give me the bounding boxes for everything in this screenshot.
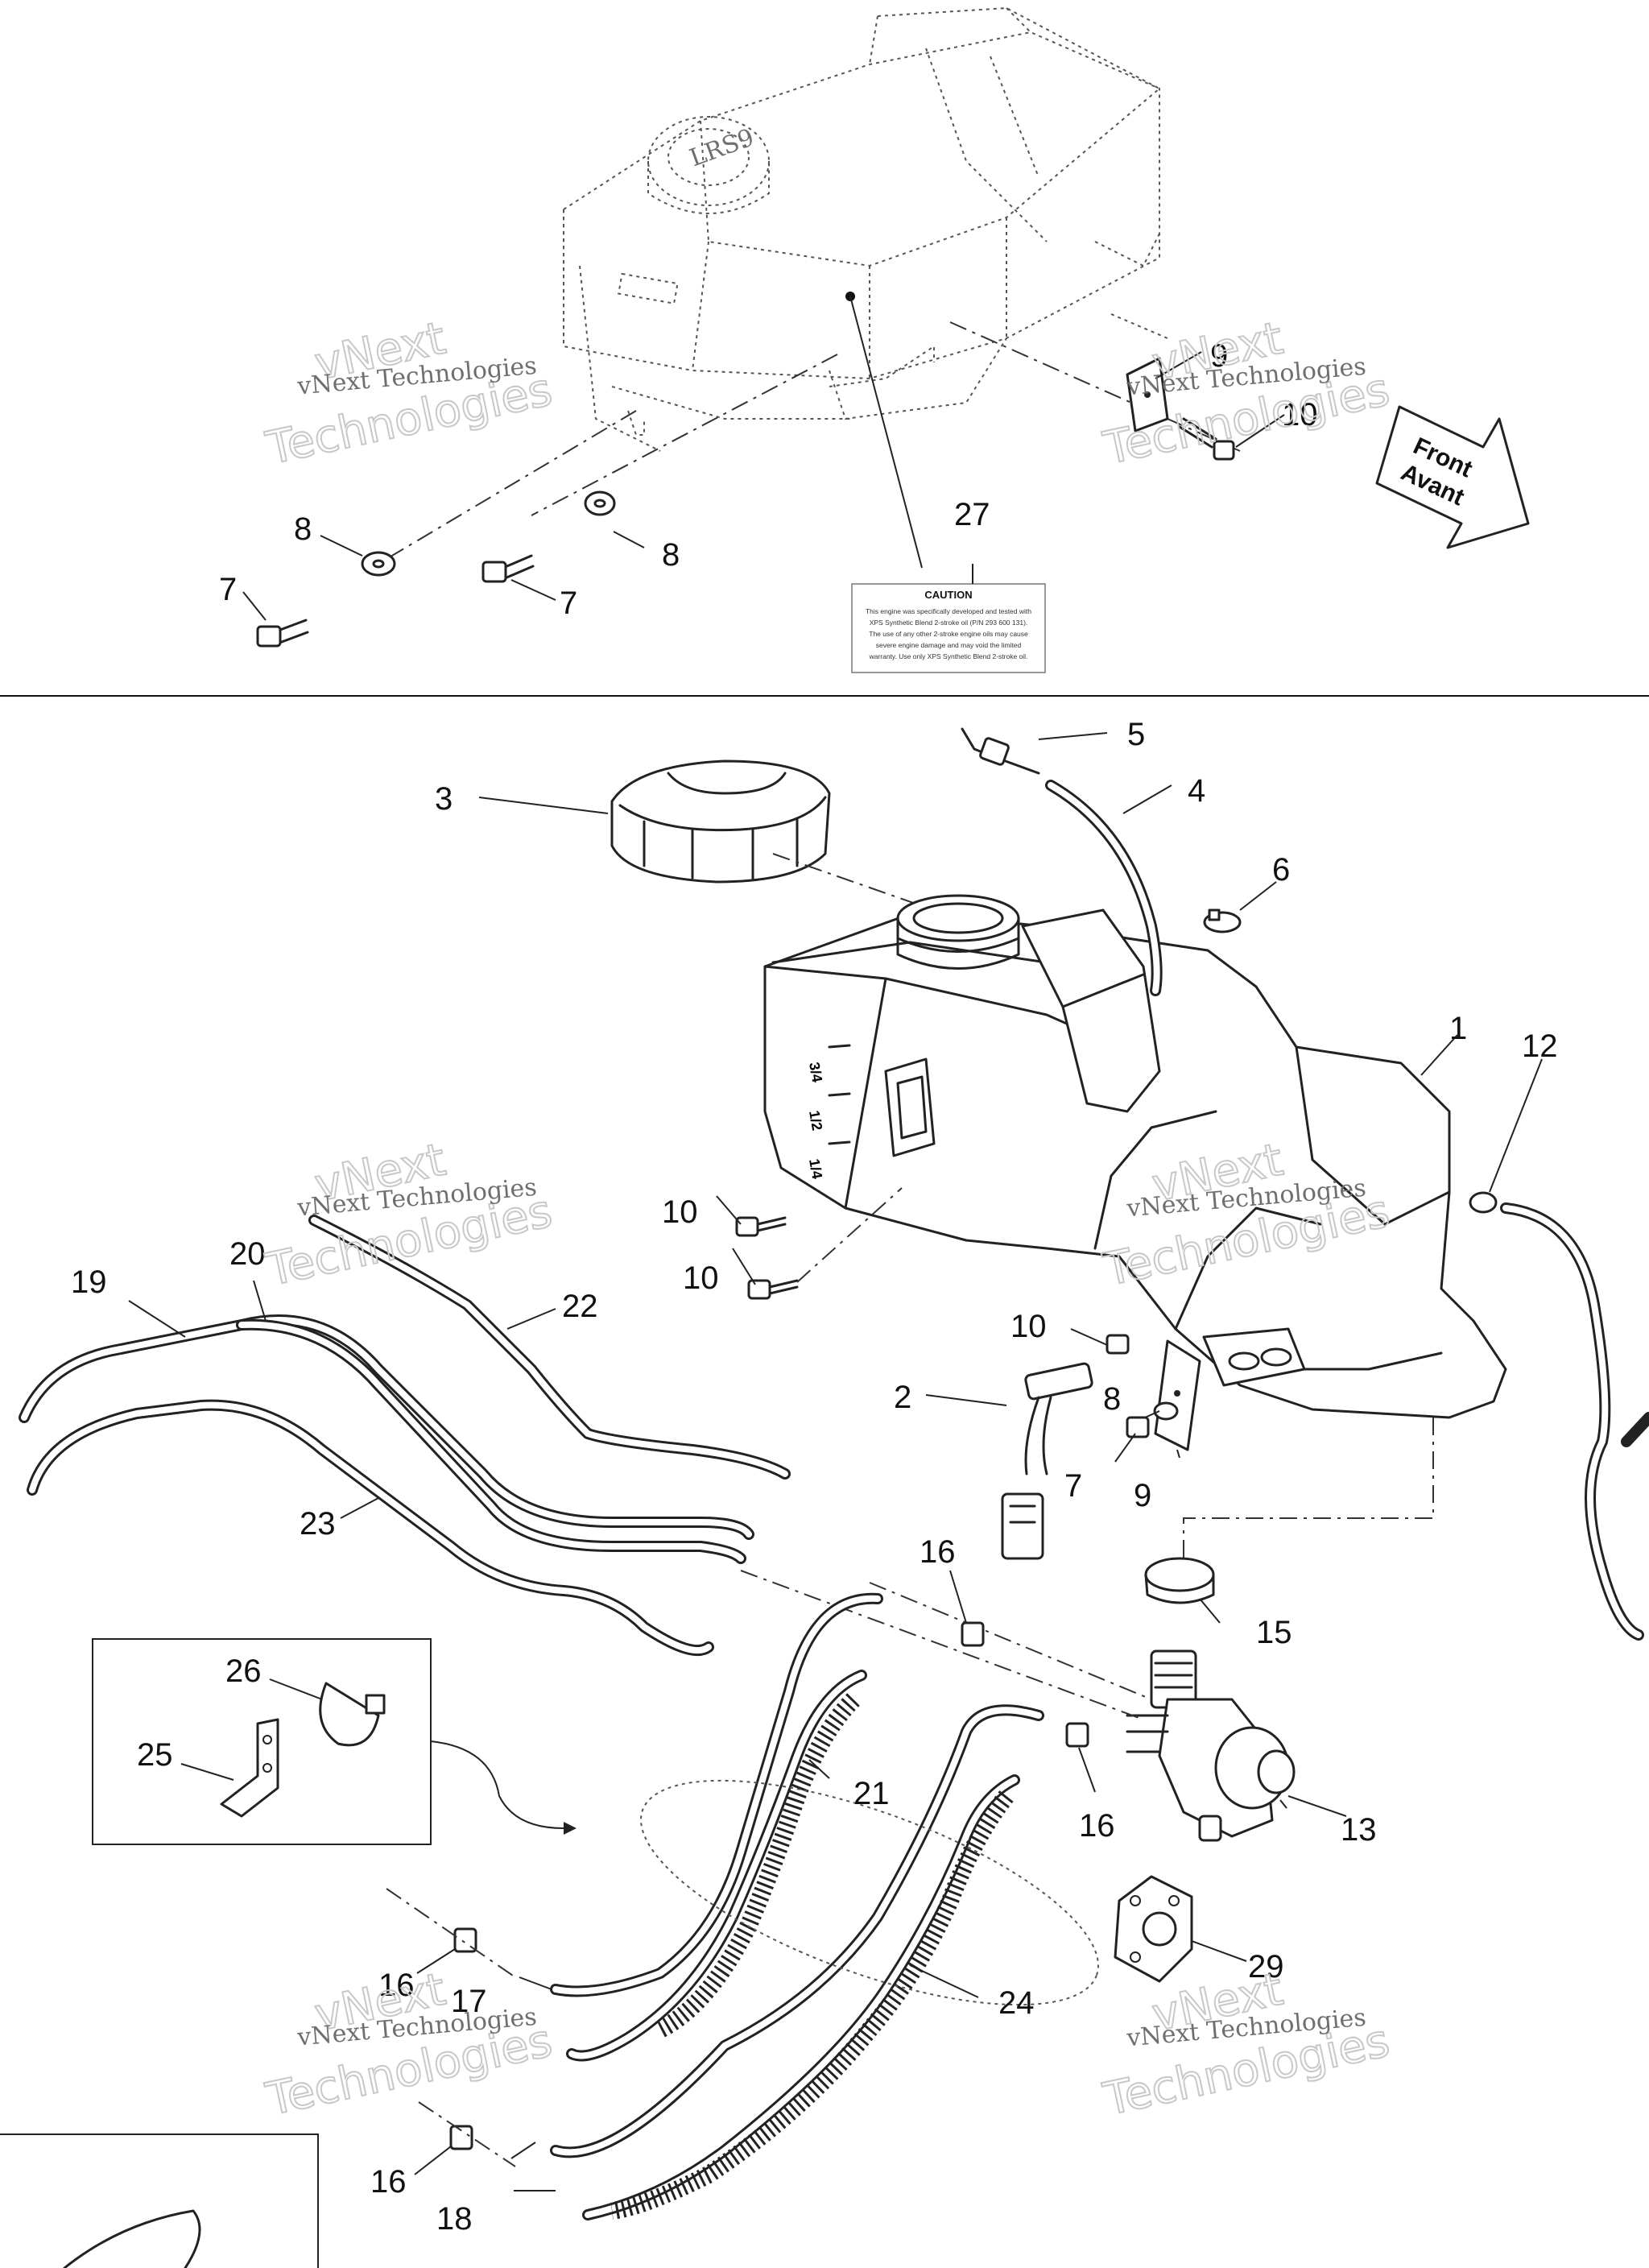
bolt-10-a bbox=[735, 1216, 787, 1237]
callout-7-b: 7 bbox=[560, 586, 577, 621]
washer-8-bottom bbox=[1153, 1401, 1179, 1421]
callout-9-a: 9 bbox=[1210, 338, 1228, 374]
leader-lines bbox=[128, 351, 1543, 2191]
callout-7-c: 7 bbox=[1064, 1468, 1082, 1504]
bolt-10-b bbox=[747, 1279, 799, 1300]
connector-16-b bbox=[1065, 1722, 1089, 1748]
callout-26: 26 bbox=[225, 1653, 262, 1689]
svg-text:CAUTION: CAUTION bbox=[924, 589, 972, 601]
callout-24: 24 bbox=[998, 1985, 1035, 2021]
callout-16-d: 16 bbox=[370, 2164, 407, 2200]
level-sensor bbox=[1001, 1362, 1093, 1560]
svg-text:severe engine damage and may v: severe engine damage and may void the li… bbox=[876, 641, 1022, 649]
callout-22: 22 bbox=[562, 1289, 598, 1324]
caution-label: CAUTION This engine was specifically dev… bbox=[851, 583, 1046, 673]
callout-5: 5 bbox=[1127, 717, 1145, 752]
watermark-top-right: vNext Technologies vNext Technologies bbox=[1098, 312, 1395, 476]
pump-gasket bbox=[1114, 1875, 1193, 1983]
svg-text:3/4: 3/4 bbox=[806, 1061, 825, 1083]
svg-text:The use of any other 2-stroke: The use of any other 2-stroke engine oil… bbox=[869, 630, 1028, 638]
svg-text:1/4: 1/4 bbox=[806, 1157, 825, 1180]
svg-text:This engine was specifically d: This engine was specifically developed a… bbox=[866, 607, 1031, 615]
return-hose bbox=[1500, 1202, 1649, 1641]
oil-pump bbox=[1126, 1649, 1296, 1842]
clamp-26 bbox=[319, 1682, 386, 1747]
front-direction-arrow: Front Avant bbox=[1375, 405, 1530, 549]
callout-10-c: 10 bbox=[683, 1260, 719, 1296]
oil-lines-upper bbox=[19, 1215, 791, 1657]
callout-6: 6 bbox=[1272, 852, 1290, 888]
callout-10-d: 10 bbox=[1010, 1309, 1047, 1344]
clamp-15 bbox=[1144, 1557, 1215, 1604]
callout-19: 19 bbox=[71, 1264, 107, 1300]
vent-fitting bbox=[961, 727, 1040, 775]
svg-text:XPS Synthetic Blend 2-stroke o: XPS Synthetic Blend 2-stroke oil (P/N 29… bbox=[870, 619, 1028, 627]
bolt-10-c bbox=[1106, 1334, 1130, 1355]
callout-10-a: 10 bbox=[1282, 397, 1318, 432]
bolt-7-bottom bbox=[1126, 1416, 1150, 1438]
vent-hose bbox=[1045, 780, 1163, 996]
callout-13: 13 bbox=[1341, 1812, 1377, 1848]
callout-10-b: 10 bbox=[662, 1194, 698, 1230]
bolt-7-right bbox=[481, 554, 535, 583]
oil-tank-cap bbox=[610, 759, 831, 884]
callout-16-c: 16 bbox=[378, 1968, 415, 2003]
callout-12: 12 bbox=[1522, 1028, 1558, 1064]
oil-tank: 3/4 1/2 1/4 bbox=[763, 894, 1507, 1419]
callout-15: 15 bbox=[1256, 1615, 1292, 1650]
callout-23: 23 bbox=[300, 1506, 336, 1542]
callout-8-a: 8 bbox=[294, 511, 312, 547]
watermark-mid-right: vNext Technologies vNext Technologies bbox=[1098, 1133, 1395, 1297]
callout-8-c: 8 bbox=[1103, 1381, 1121, 1417]
connector-16-d bbox=[449, 2125, 473, 2150]
callout-8-b: 8 bbox=[662, 537, 680, 573]
callout-25: 25 bbox=[137, 1737, 173, 1773]
callout-9-b: 9 bbox=[1134, 1478, 1151, 1513]
callout-27: 27 bbox=[954, 497, 990, 532]
callout-18: 18 bbox=[436, 2201, 473, 2237]
callout-4: 4 bbox=[1188, 773, 1205, 809]
callout-7-a: 7 bbox=[219, 572, 237, 607]
connector-16-a bbox=[961, 1621, 985, 1647]
callout-17: 17 bbox=[451, 1984, 487, 2019]
callout-2: 2 bbox=[894, 1380, 911, 1415]
clamp-12 bbox=[1469, 1191, 1498, 1214]
bracket-25 bbox=[220, 1718, 279, 1818]
callout-1: 1 bbox=[1449, 1011, 1467, 1046]
callout-16-b: 16 bbox=[1079, 1808, 1115, 1844]
clamp-6 bbox=[1203, 908, 1242, 933]
bolt-7-left bbox=[256, 619, 309, 648]
bolt-10-top bbox=[1178, 417, 1235, 461]
oil-lines-lower bbox=[550, 1592, 1044, 2220]
svg-text:warranty. Use only XPS Synthet: warranty. Use only XPS Synthetic Blend 2… bbox=[869, 652, 1028, 660]
washer-8-right bbox=[584, 490, 616, 516]
watermarks: vNext Technologies vNext Technologies vN… bbox=[261, 312, 1395, 2127]
svg-text:1/2: 1/2 bbox=[806, 1109, 825, 1132]
callout-29: 29 bbox=[1248, 1949, 1284, 1984]
callout-20: 20 bbox=[229, 1236, 266, 1272]
callout-3: 3 bbox=[435, 781, 453, 817]
inset-detail-box bbox=[92, 1638, 432, 1845]
callout-21: 21 bbox=[853, 1776, 890, 1811]
bracket-9-bottom bbox=[1154, 1339, 1201, 1451]
callout-16-a: 16 bbox=[920, 1534, 956, 1570]
callout-numbers: 1 2 3 4 5 6 7 7 7 8 8 8 9 9 10 10 10 10 … bbox=[71, 338, 1558, 2237]
washer-8-left bbox=[361, 551, 396, 577]
